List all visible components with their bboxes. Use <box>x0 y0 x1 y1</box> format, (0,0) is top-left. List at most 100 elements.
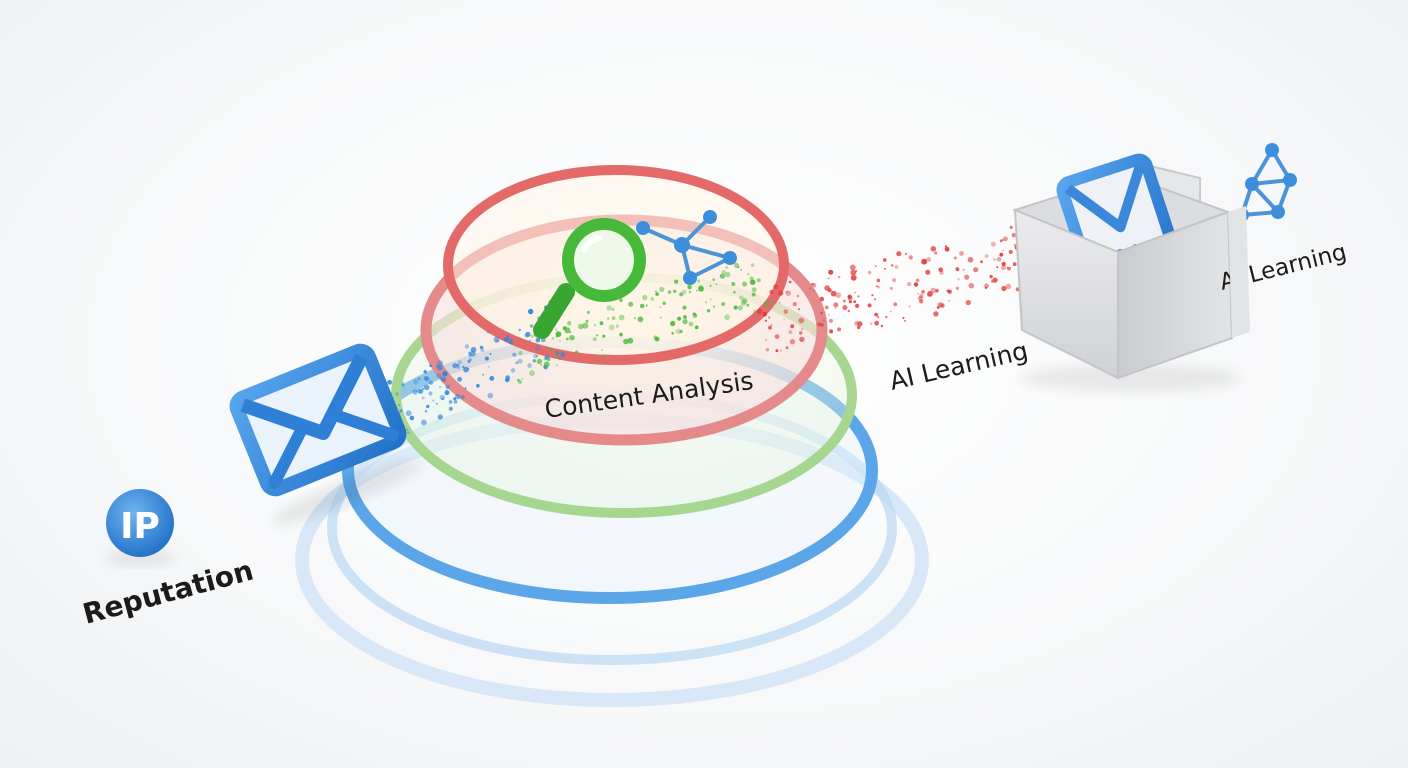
particle <box>650 297 654 301</box>
particle <box>682 319 688 325</box>
particle <box>560 352 566 357</box>
particle <box>957 278 960 281</box>
particle <box>877 285 880 289</box>
particle <box>780 349 783 352</box>
particle <box>731 282 736 286</box>
network-icon <box>636 210 737 285</box>
particle <box>421 419 427 426</box>
particle <box>965 299 971 306</box>
particle <box>426 404 430 409</box>
particle <box>871 294 874 297</box>
particle <box>797 308 801 311</box>
particle <box>413 379 419 385</box>
particle <box>432 399 435 402</box>
particle <box>423 384 430 391</box>
particle <box>733 291 736 294</box>
particle <box>592 337 597 341</box>
particle <box>462 365 465 369</box>
particle <box>586 310 591 314</box>
particle <box>479 345 484 350</box>
particle <box>778 290 784 296</box>
particle <box>741 298 748 304</box>
particle <box>460 395 465 400</box>
particle <box>964 274 970 280</box>
particle <box>642 294 648 301</box>
particle <box>768 325 772 330</box>
particle <box>608 324 615 331</box>
particle <box>867 303 872 308</box>
particle <box>721 270 726 275</box>
particle <box>773 284 779 290</box>
particle <box>715 283 718 286</box>
particle <box>798 317 805 324</box>
ip-badge-icon: IP <box>104 489 176 566</box>
particle <box>944 245 948 248</box>
particle <box>746 303 750 307</box>
particle <box>756 278 761 283</box>
particle <box>790 324 795 329</box>
particle <box>934 251 938 255</box>
particle <box>842 305 848 311</box>
particle <box>769 300 775 305</box>
particle <box>606 317 610 320</box>
particle <box>633 317 637 320</box>
particle <box>953 256 957 260</box>
particle <box>926 257 932 262</box>
particle <box>936 306 940 309</box>
particle <box>820 323 824 327</box>
particle <box>688 321 694 327</box>
particle <box>850 269 857 276</box>
particle <box>448 406 453 411</box>
particle <box>959 251 964 256</box>
particle <box>1011 233 1016 238</box>
particle <box>464 387 467 390</box>
particle <box>709 298 712 301</box>
particle <box>437 414 443 420</box>
particle <box>938 267 943 273</box>
particle <box>739 295 744 301</box>
particle <box>889 310 892 313</box>
particle <box>518 380 522 384</box>
particle <box>824 305 829 310</box>
particle <box>749 279 756 286</box>
particle <box>915 278 920 283</box>
particle <box>752 309 757 314</box>
particle <box>749 276 754 281</box>
particle <box>417 388 423 394</box>
particle <box>645 304 648 307</box>
particle <box>470 350 476 357</box>
particle <box>627 337 634 344</box>
particle <box>639 303 645 309</box>
envelope-icon <box>229 343 422 525</box>
particle <box>458 360 462 365</box>
particle <box>756 308 763 315</box>
particle <box>902 316 905 320</box>
particle <box>829 329 834 334</box>
particle <box>947 289 952 294</box>
particle <box>464 344 470 349</box>
particle <box>880 324 884 328</box>
particle <box>935 288 939 293</box>
particle <box>692 312 696 316</box>
particle <box>596 334 599 337</box>
particle <box>842 299 846 303</box>
particle <box>582 322 589 329</box>
particle <box>555 335 559 338</box>
particle <box>857 295 860 298</box>
particle <box>764 319 768 322</box>
particle <box>854 321 859 326</box>
particle <box>984 254 989 258</box>
particle <box>623 338 629 345</box>
particle <box>417 377 421 381</box>
particle <box>762 311 767 317</box>
particle <box>525 331 531 337</box>
particle <box>944 246 950 252</box>
particle <box>955 267 960 272</box>
particle <box>799 331 803 335</box>
particle <box>619 332 623 337</box>
particle <box>788 280 792 284</box>
particle <box>452 363 458 369</box>
particle <box>740 269 742 271</box>
particle <box>828 269 834 275</box>
particle <box>421 396 425 400</box>
